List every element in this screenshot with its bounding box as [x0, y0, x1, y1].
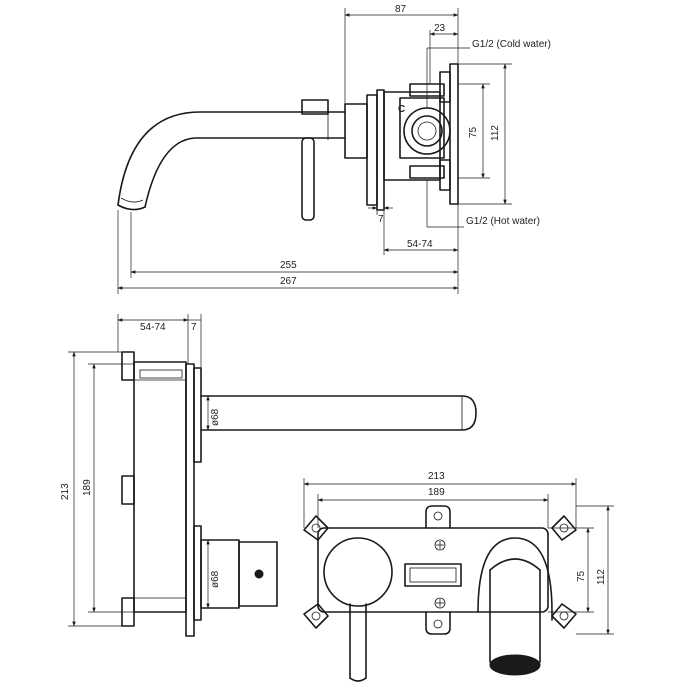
dim-54-74-side: 54-74 [407, 239, 433, 250]
side-dimensions: 87 23 G1/2 (Cold water) 75 112 7 G1/2 (H… [117, 4, 551, 294]
spout-side [117, 111, 346, 211]
label-hot-water: G1/2 (Hot water) [466, 216, 540, 227]
dim-7-top: 7 [191, 322, 197, 333]
dim-75-side: 75 [468, 126, 479, 138]
lever-side [301, 99, 329, 221]
c-mark: C [398, 104, 405, 115]
lever-top [200, 539, 278, 609]
dim-213-front: 213 [428, 471, 445, 482]
dim-255: 255 [280, 260, 297, 271]
dim-87: 87 [395, 4, 407, 15]
dim-112-side: 112 [490, 125, 501, 141]
front-view: 213 189 75 112 [303, 471, 614, 682]
label-cold-water: G1/2 (Cold water) [472, 39, 551, 50]
top-dimensions: 54-74 7 213 189 ø68 ø68 [60, 314, 221, 627]
dim-75-front: 75 [576, 570, 587, 582]
dim-267: 267 [280, 276, 297, 287]
body-side: C [344, 63, 459, 211]
front-dimensions: 213 189 75 112 [303, 471, 614, 635]
spout-front [477, 537, 553, 676]
dim-213-top: 213 [60, 483, 71, 500]
side-view: C 87 23 G1/2 (Cold water) 75 112 [117, 4, 551, 294]
dim-7-side: 7 [378, 214, 384, 225]
dim-112-front: 112 [596, 569, 607, 585]
dim-189-front: 189 [428, 487, 445, 498]
backplate-front [303, 505, 577, 635]
dim-54-74-top: 54-74 [140, 322, 166, 333]
spout-top [200, 395, 477, 431]
box-top [121, 351, 202, 637]
dia-68-upper: ø68 [210, 408, 221, 426]
lever-front [323, 537, 393, 682]
dim-189-top: 189 [82, 479, 93, 496]
dia-68-lower: ø68 [210, 570, 221, 588]
dim-23: 23 [434, 23, 446, 34]
top-view: 54-74 7 213 189 ø68 ø68 [60, 314, 477, 637]
